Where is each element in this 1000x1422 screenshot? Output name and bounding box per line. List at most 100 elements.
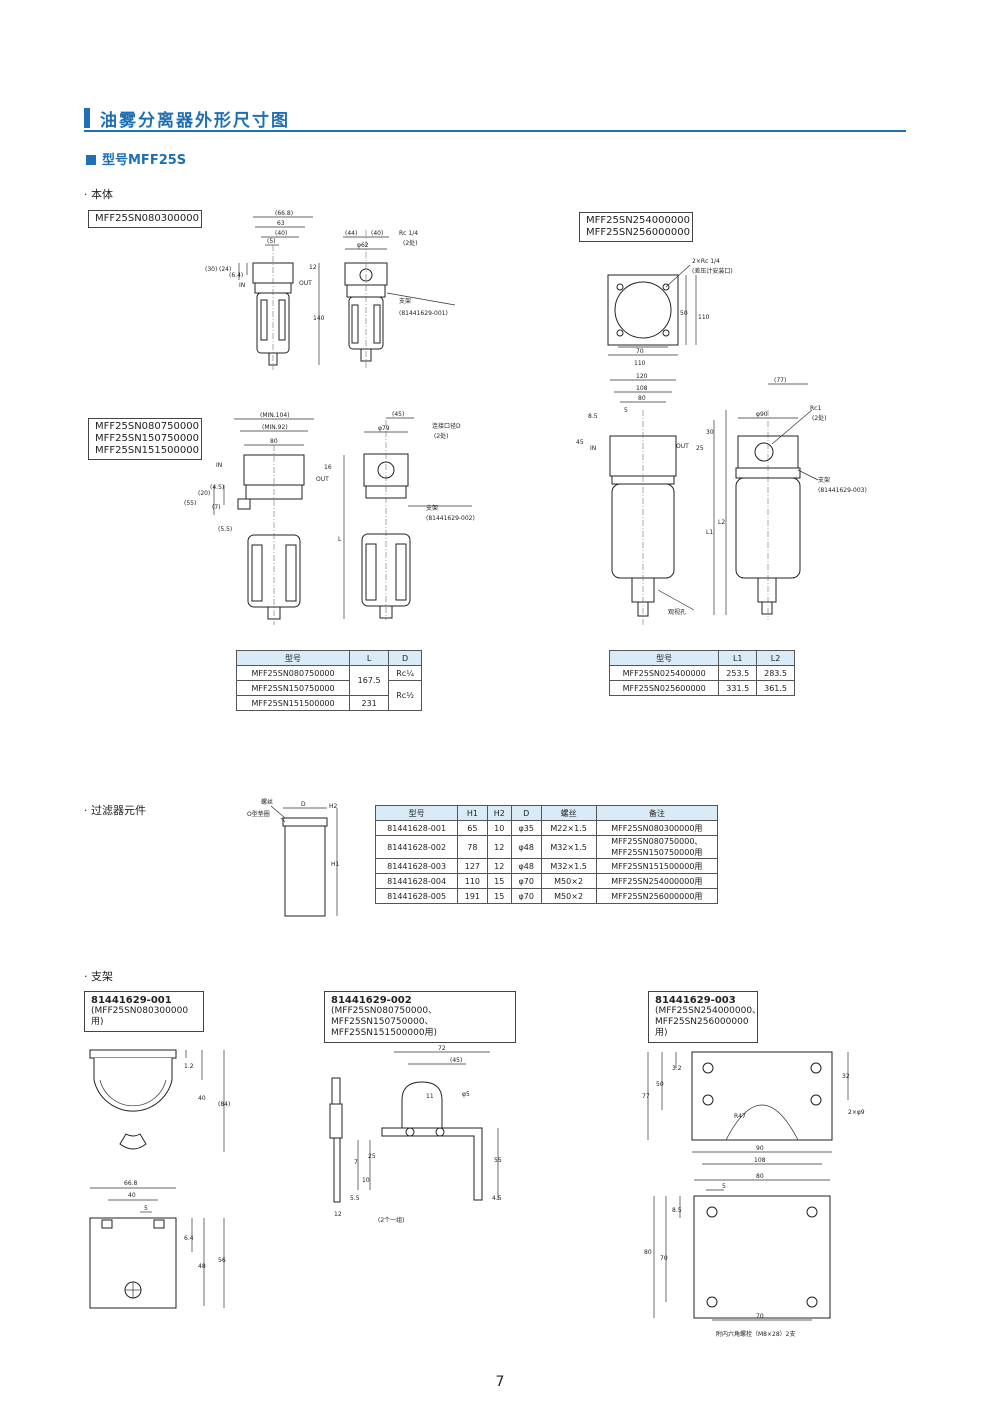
table-header: D: [388, 650, 422, 666]
dim-label: 支架: [818, 476, 830, 484]
dim-label: 观视孔: [668, 608, 686, 616]
dim-label: φ5: [462, 1091, 470, 1098]
dim-label: (5.5): [218, 526, 232, 533]
table-cell: 283.5: [756, 665, 795, 681]
bracket-box-001: 81441629-001 (MFF25SN080300000用): [84, 991, 204, 1032]
dim-label: 连接口径D: [432, 422, 461, 430]
dim-label: 80: [756, 1173, 764, 1180]
section-bracket: · 支架: [84, 970, 113, 983]
dim-label: 77: [642, 1093, 650, 1100]
dim-label: (66.8): [275, 210, 293, 217]
section-filter: · 过滤器元件: [84, 804, 146, 817]
dim-label: 108: [754, 1157, 766, 1164]
bracket-note: (MFF25SN080750000、MFF25SN150750000、: [331, 1006, 438, 1027]
dim-label: OUT: [676, 443, 689, 450]
bracket-code: 81441629-002: [331, 995, 412, 1006]
table-header: 型号: [235, 650, 351, 666]
table-cell: φ48: [510, 835, 542, 859]
table-cell: 65: [457, 820, 488, 836]
dim-label: 32: [842, 1073, 850, 1080]
dim-label: 5: [722, 1183, 726, 1190]
dim-label: (24): [219, 266, 231, 273]
dim-label: (84): [218, 1101, 230, 1108]
dim-label: IN: [590, 445, 596, 452]
table-cell: 361.5: [756, 680, 795, 696]
dim-label: IN: [239, 282, 245, 289]
dim-label: 48: [198, 1263, 206, 1270]
dim-label: 支架: [399, 297, 411, 305]
drawing-bracket-002: 72 (45) φ5 11 7 25 10 55 5.5 4.5 12 (2个一…: [329, 1045, 502, 1224]
dim-label: (2个一组): [378, 1216, 405, 1224]
model-box-1: MFF25SN080300000: [88, 210, 202, 228]
model-box-3: MFF25SN254000000 MFF25SN256000000: [579, 212, 693, 242]
table-cell: 12: [486, 858, 512, 874]
dim-label: O型垫圈: [247, 810, 270, 818]
page-title-bar: 油雾分离器外形尺寸图: [84, 106, 906, 132]
dim-label: (81441629-001): [399, 310, 448, 317]
table-cell-line: MFF25SN080750000、: [611, 837, 703, 846]
table-cell: M32×1.5: [540, 858, 597, 874]
dim-label: (7): [212, 504, 221, 511]
dim-label: 110: [634, 360, 646, 367]
model-box-3-line: MFF25SN254000000: [586, 215, 690, 226]
table-cell: φ70: [510, 873, 542, 889]
dim-label: L1: [706, 529, 713, 536]
dim-label: 16: [324, 464, 332, 471]
drawing-mff25sn080300000-side: (44) (40) Rc 1/4 (2处) φ62 支架 (81441629-0…: [343, 230, 456, 370]
dim-label: 40: [128, 1192, 136, 1199]
dim-label: (55): [184, 500, 196, 507]
table-header: H1: [457, 805, 488, 821]
drawing-bracket-001: 1.2 40 (84) 66.8 40 5 6.4 48 56: [89, 1049, 230, 1309]
dim-label: L2: [718, 519, 725, 526]
table-cell: 110: [457, 873, 488, 889]
dim-label: (45): [392, 411, 404, 418]
table-cell-line: MFF25SN150750000用: [611, 848, 703, 857]
dim-label: R47: [734, 1113, 746, 1120]
table-header: 螺丝: [540, 805, 597, 821]
dim-label: 10: [362, 1177, 370, 1184]
dim-label: D: [301, 801, 306, 808]
dim-label: 25: [696, 445, 704, 452]
dim-label: (81441629-002): [426, 515, 475, 522]
drawing-bracket-003: 3.2 50 77 32 R47 2×φ9 90 108 80 5 8.5 70…: [642, 1051, 865, 1338]
dim-label: 120: [636, 373, 648, 380]
table-cell: 81441628-001: [374, 820, 459, 836]
model-box-2-line: MFF25SN150750000: [95, 433, 199, 444]
dim-label: 附内六角螺栓（M8×28）2支: [716, 1330, 795, 1338]
model-box-2: MFF25SN080750000 MFF25SN150750000 MFF25S…: [88, 418, 202, 460]
bracket-code: 81441629-003: [655, 995, 736, 1006]
table-cell: Rc½: [388, 680, 422, 711]
table-header: D: [510, 805, 542, 821]
table-cell: 81441628-003: [374, 858, 459, 874]
dim-label: 5.5: [350, 1195, 360, 1202]
table-cell: 191: [457, 888, 488, 904]
dim-label: 80: [270, 438, 278, 445]
table-cell: 167.5: [349, 665, 390, 696]
table-cell: 15: [486, 873, 512, 889]
table-cell: 15: [486, 888, 512, 904]
page-number: 7: [495, 1374, 505, 1390]
dim-label: (2处): [434, 432, 449, 440]
bracket-code: 81441629-001: [91, 995, 172, 1006]
table-cell: φ70: [510, 888, 542, 904]
dim-label: (MIN.104): [260, 412, 289, 419]
table-header: H2: [486, 805, 512, 821]
model-heading: 型号MFF25S: [86, 149, 186, 168]
dim-label: 30: [706, 429, 714, 436]
table-cell: 78: [457, 835, 488, 859]
dim-label: (4.5): [210, 484, 224, 491]
dim-label: OUT: [316, 476, 329, 483]
dim-label: 70: [660, 1255, 668, 1262]
table-header: 备注: [595, 805, 719, 821]
dim-label: 56: [218, 1257, 226, 1264]
table-cell: 81441628-005: [374, 888, 459, 904]
bracket-note: (MFF25SN080300000用): [91, 1006, 189, 1027]
dim-label: H1: [331, 861, 340, 868]
table-cell: MFF25SN150750000: [235, 680, 351, 696]
dim-label: 12: [309, 264, 317, 271]
